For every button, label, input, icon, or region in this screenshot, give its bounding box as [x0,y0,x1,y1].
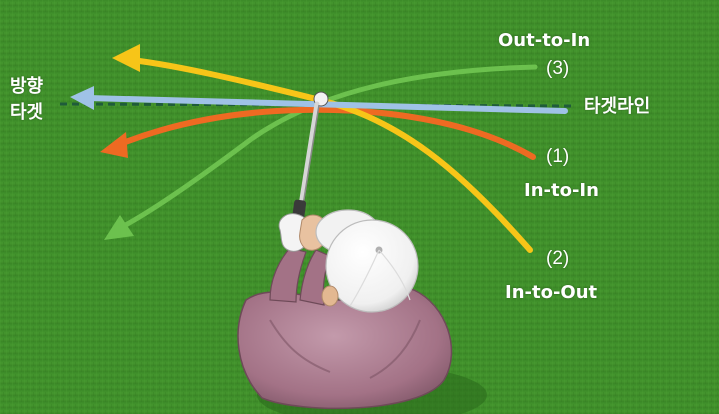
path1-in-to-in-curve [115,106,536,160]
shirt-fold [269,319,331,373]
path1-number-label: (1) [546,146,570,167]
path3-number-label: (3) [546,58,570,79]
golfer-shirt [237,287,453,410]
club-shaft-shade [300,104,320,219]
path1-arrowhead [100,132,128,158]
path2-name-label: In-to-Out [505,282,598,303]
path3-out-to-in-curve [117,64,538,231]
path2-arrowhead [112,44,140,72]
path3-arrowhead [104,215,134,240]
target-line-arrowhead [70,86,94,110]
cap-seam-2 [378,249,411,301]
shirt-fold-2 [369,319,421,379]
path2-number-label: (2) [546,248,570,269]
direction-target-label-line2: 타겟 [10,102,44,123]
golfer-left-arm [269,247,307,303]
club-shaft [296,101,320,221]
path3-name-label: Out-to-In [498,30,591,51]
target-line-arrow-shaft [85,95,568,114]
target-line-label: 타겟라인 [584,96,651,117]
golfer-ear [321,285,339,307]
direction-target-label-line1: 방향 [10,76,44,97]
path1-name-label: In-to-In [524,180,599,201]
cap-seam [349,249,380,307]
